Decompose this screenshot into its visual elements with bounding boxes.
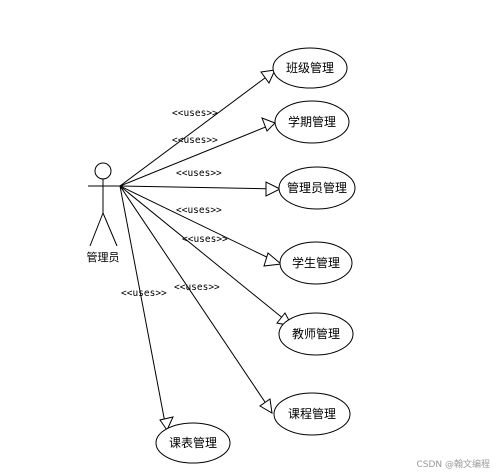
use-case-label: 学生管理 bbox=[292, 255, 340, 270]
assoc-line-admin-mgmt bbox=[119, 185, 280, 190]
arrowhead-student-mgmt bbox=[263, 252, 283, 267]
assoc-line-timetable-mgmt bbox=[119, 185, 167, 429]
use-case-teacher-mgmt[interactable]: 教师管理 bbox=[278, 312, 354, 356]
assoc-line-class-mgmt bbox=[119, 71, 274, 187]
watermark: CSDN @翰文编程 bbox=[416, 458, 490, 470]
actor-admin[interactable]: 管理员 bbox=[87, 162, 121, 264]
uses-label-course-mgmt: <<uses>> bbox=[174, 282, 220, 293]
use-case-label: 学期管理 bbox=[288, 114, 336, 129]
actor-head bbox=[94, 162, 112, 180]
actor-leg-right bbox=[102, 212, 118, 247]
use-case-term-mgmt[interactable]: 学期管理 bbox=[274, 100, 350, 144]
use-case-label: 教师管理 bbox=[292, 326, 340, 341]
use-case-ellipse bbox=[273, 392, 351, 436]
uses-label-class-mgmt: <<uses>> bbox=[172, 108, 218, 119]
uses-label-admin-mgmt: <<uses>> bbox=[176, 168, 222, 179]
assoc-line-student-mgmt bbox=[119, 185, 280, 264]
use-case-label: 管理员管理 bbox=[287, 180, 347, 195]
use-case-ellipse bbox=[278, 166, 356, 210]
arrowhead-admin-mgmt bbox=[265, 181, 282, 197]
actor-label: 管理员 bbox=[87, 250, 120, 264]
uses-label-timetable-mgmt: <<uses>> bbox=[121, 288, 167, 299]
assoc-line-course-mgmt bbox=[119, 185, 272, 412]
arrowhead-term-mgmt bbox=[261, 117, 276, 132]
use-case-course-mgmt[interactable]: 课程管理 bbox=[273, 392, 351, 436]
use-case-admin-mgmt[interactable]: 管理员管理 bbox=[278, 166, 356, 210]
use-case-label: 课表管理 bbox=[169, 435, 217, 450]
actor-leg-left bbox=[89, 212, 104, 247]
use-case-timetable-mgmt[interactable]: 课表管理 bbox=[155, 422, 231, 464]
assoc-line-teacher-mgmt bbox=[119, 185, 291, 325]
use-case-student-mgmt[interactable]: 学生管理 bbox=[279, 241, 353, 285]
use-case-ellipse bbox=[278, 312, 354, 356]
use-case-label: 课程管理 bbox=[288, 406, 336, 421]
associations bbox=[119, 69, 293, 431]
arrowhead-timetable-mgmt bbox=[159, 416, 174, 431]
uses-label-student-mgmt: <<uses>> bbox=[176, 205, 222, 216]
use-case-class-mgmt[interactable]: 班级管理 bbox=[272, 47, 348, 89]
uses-labels: <<uses>> <<uses>> <<uses>> <<uses>> <<us… bbox=[121, 108, 228, 299]
use-case-ellipse bbox=[272, 47, 348, 89]
use-case-ellipse bbox=[155, 422, 231, 464]
use-case-label: 班级管理 bbox=[286, 60, 334, 75]
uses-label-teacher-mgmt: <<uses>> bbox=[182, 234, 228, 245]
assoc-line-term-mgmt bbox=[119, 123, 274, 187]
use-case-ellipse bbox=[279, 241, 353, 285]
uses-label-term-mgmt: <<uses>> bbox=[172, 135, 218, 146]
arrowhead-class-mgmt bbox=[260, 69, 276, 84]
use-case-ellipse bbox=[274, 100, 350, 144]
arrowhead-course-mgmt bbox=[259, 398, 273, 414]
